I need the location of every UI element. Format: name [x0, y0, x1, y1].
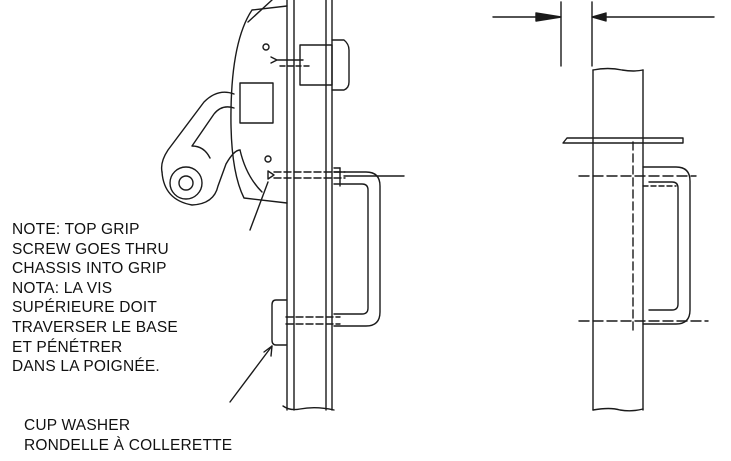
side-handle-inner [648, 181, 679, 311]
pivot-eye-inner [178, 175, 194, 191]
cup-washer [271, 299, 287, 346]
cup-washer-label: CUP WASHER RONDELLE À COLLERETTE [24, 416, 232, 456]
bracket-edge-curve [239, 149, 263, 193]
note-en-line-2: SCREW GOES THRU [12, 240, 169, 258]
top-latch-block-side [331, 39, 350, 91]
note-leader-line [249, 181, 269, 231]
latch-bracket-plate [230, 5, 288, 204]
handle-grip-outer [333, 171, 381, 327]
pivot-arm-hook [191, 106, 235, 159]
bracket-square-window [239, 82, 274, 124]
note-en-line-3: CHASSIS INTO GRIP [12, 260, 167, 278]
bracket-hole-lower [264, 155, 272, 163]
chassis-side-top [592, 67, 644, 72]
pivot-eye-outer [169, 166, 203, 200]
pivot-arm-base [161, 149, 241, 206]
dimension-arrow-right [591, 12, 607, 22]
grip-screw-head [267, 170, 275, 180]
washer-leader-line [229, 345, 273, 403]
grip-screw-note: NOTE: TOP GRIP SCREW GOES THRU CHASSIS I… [12, 220, 178, 377]
washer-line-en: CUP WASHER [24, 417, 131, 434]
top-latch-block [299, 44, 333, 86]
note-fr-line-3: TRAVERSER LE BASE [12, 318, 178, 336]
side-plate [562, 137, 684, 144]
note-en-line-1: NOTE: TOP GRIP [12, 221, 140, 238]
note-fr-line-5: DANS LA POIGNÉE. [12, 358, 160, 376]
note-fr-line-2: SUPÉRIEURE DOIT [12, 299, 158, 317]
chassis-side-bottom [592, 407, 644, 412]
washer-leader-arrow [263, 345, 273, 357]
top-leader-line [247, 0, 273, 23]
washer-line-fr: RONDELLE À COLLERETTE [24, 437, 233, 454]
bracket-hole-top [262, 43, 270, 51]
side-handle-outer [642, 166, 691, 325]
top-screw [270, 56, 304, 64]
dimension-arrow-left [535, 12, 562, 22]
handle-grip-inner [333, 183, 369, 315]
note-fr-line-4: ET PÉNÉTRER [12, 338, 123, 356]
pivot-arm [160, 91, 235, 173]
chassis-bottom-end [282, 405, 335, 411]
note-fr-line-1: NOTA: LA VIS [12, 279, 113, 297]
